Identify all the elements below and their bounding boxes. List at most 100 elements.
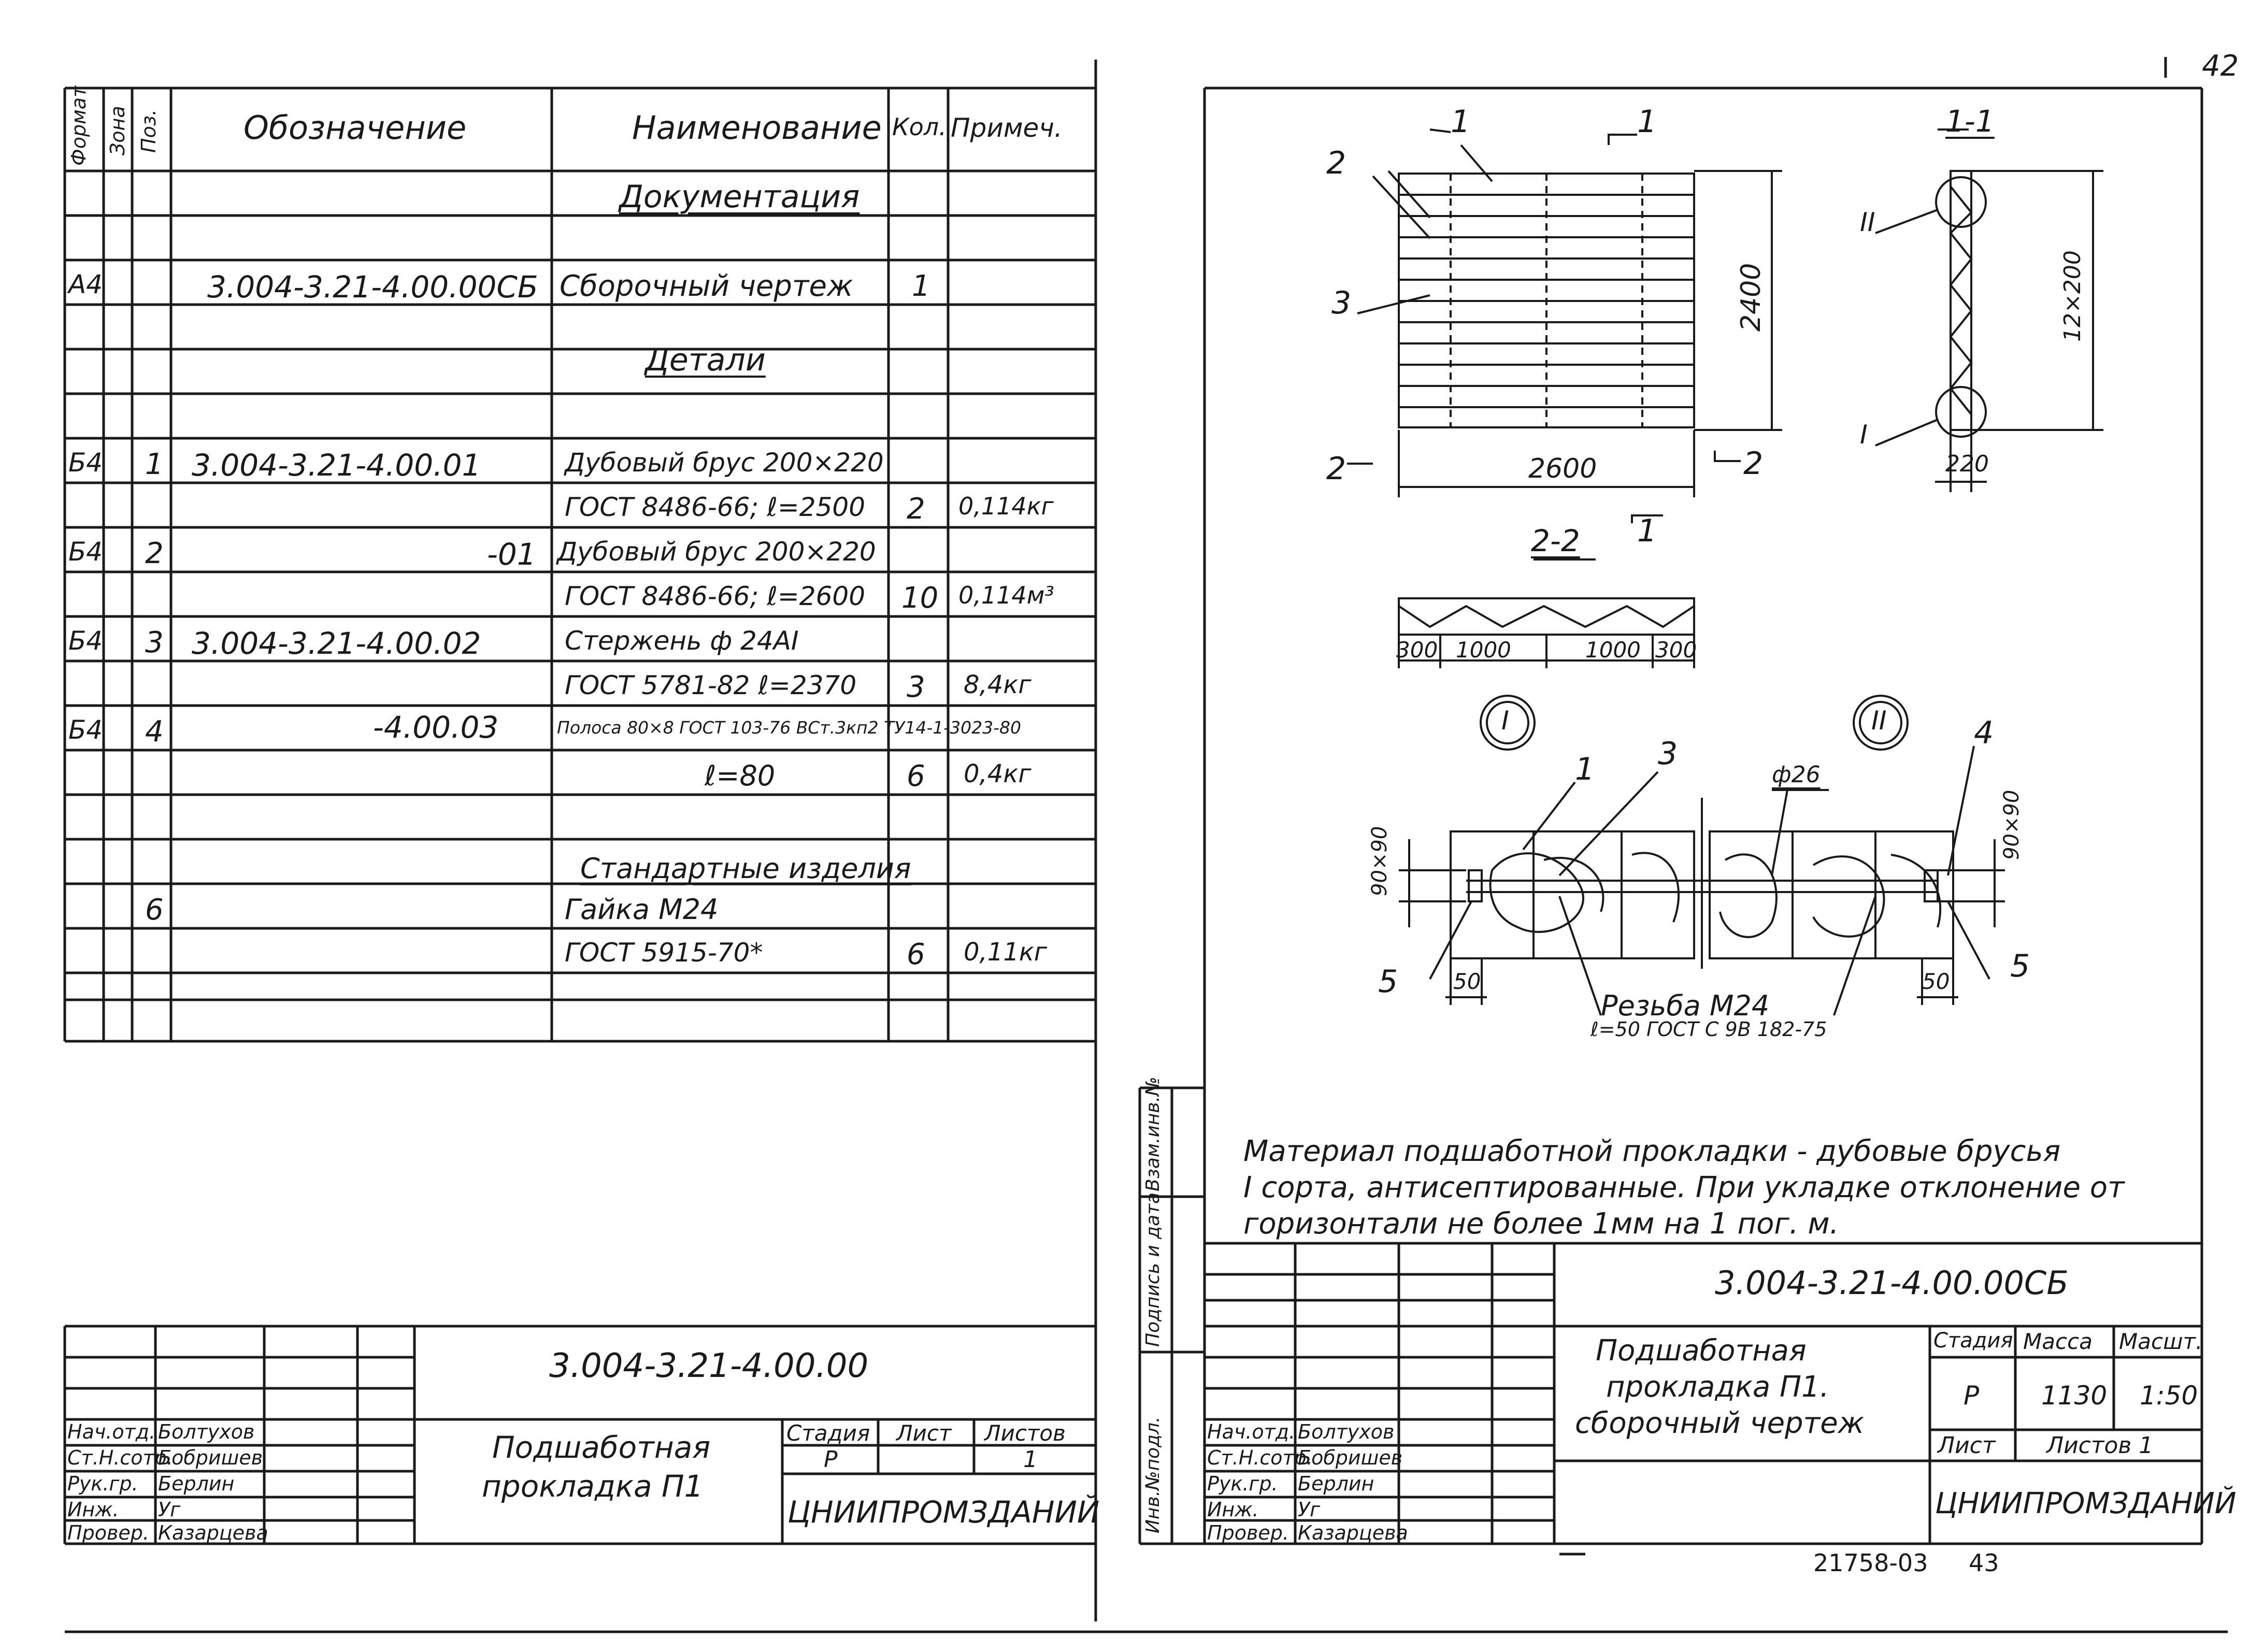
spec-designation: -01: [487, 537, 536, 572]
node-ref-I: I: [1860, 420, 1868, 450]
dim-1000a: 1000: [1456, 637, 1511, 663]
dim-50b: 50: [1922, 969, 1950, 994]
right-sheets-header: Листов 1: [2046, 1432, 2154, 1459]
right-person: Казарцева: [1298, 1521, 1408, 1544]
right-person: Уг: [1298, 1498, 1321, 1521]
dim-2400: 2400: [1736, 263, 1767, 332]
spec-name: ГОСТ 8486-66; ℓ=2600: [565, 581, 866, 611]
spec-pos: 6: [145, 893, 164, 927]
side-label-replace: Взам.инв.№: [1142, 1076, 1164, 1191]
label-section-mark-1b: 1: [1637, 513, 1657, 549]
spec-designation: 3.004-3.21-4.00.00СБ: [207, 269, 538, 305]
archive-page: 43: [1969, 1549, 1999, 1577]
spec-qty: 1: [912, 269, 930, 303]
spec-name: ГОСТ 5915-70*: [565, 938, 763, 968]
right-person: Бобришев: [1298, 1446, 1403, 1469]
label-pos-3: 3: [1331, 285, 1352, 321]
left-title-name-1: Подшаботная: [492, 1430, 711, 1465]
spec-name: Гайка М24: [565, 893, 719, 926]
spec-format: Б4: [68, 537, 103, 567]
left-sheets-value: 1: [1023, 1446, 1038, 1473]
left-person: Берлин: [158, 1472, 235, 1495]
spec-qty: 3: [907, 670, 925, 704]
spec-format: Б4: [68, 448, 103, 478]
right-stage-value: Р: [1964, 1381, 1980, 1411]
left-person: Бобришев: [158, 1446, 263, 1469]
spec-note: 0,11кг: [964, 938, 1048, 967]
right-stage-header: Стадия: [1933, 1329, 2013, 1353]
spec-name: ГОСТ 8486-66; ℓ=2500: [565, 492, 866, 522]
right-org: ЦНИИПРОМЗДАНИЙ: [1935, 1487, 2237, 1520]
dim-phi26: ф26: [1772, 762, 1821, 788]
label-pos-1b: 1: [1575, 751, 1595, 787]
page-number: 42: [2202, 49, 2239, 83]
col-header-designation: Обозначение: [243, 109, 467, 147]
right-role: Нач.отд.: [1207, 1420, 1296, 1443]
label-pos-4: 4: [1974, 715, 1994, 751]
spec-note: 8,4кг: [964, 670, 1031, 699]
archive-stamp: 21758-03: [1813, 1549, 1928, 1577]
left-role: Нач.отд.: [67, 1420, 156, 1443]
col-header-pos: Поз.: [137, 109, 160, 153]
dim-1000b: 1000: [1585, 637, 1641, 663]
label-section-mark-2b: 2: [1743, 446, 1764, 482]
material-note-3: горизонтали не более 1мм на 1 пог. м.: [1243, 1207, 1839, 1241]
right-person: Берлин: [1298, 1472, 1374, 1495]
spec-heading-standard: Стандартные изделия: [580, 852, 911, 885]
col-header-zone: Зона: [106, 106, 129, 155]
right-person: Болтухов: [1298, 1420, 1395, 1443]
thread-gost: ℓ=50 ГОСТ С 9В 182-75: [1590, 1018, 1827, 1041]
label-pos-5a: 5: [1378, 964, 1398, 1000]
spec-name: Дубовый брус 200×220: [557, 537, 876, 567]
col-header-format: Формат: [67, 85, 90, 166]
material-note-1: Материал подшаботной прокладки - дубовые…: [1243, 1134, 2061, 1168]
col-header-note: Примеч.: [951, 113, 1063, 143]
left-person: Уг: [158, 1498, 181, 1521]
left-role: Ст.Н.сотр.: [67, 1446, 173, 1469]
spec-pos: 4: [145, 715, 164, 749]
left-sheets-header: Листов: [984, 1420, 1066, 1446]
side-label-inv: Инв.№подл.: [1142, 1416, 1164, 1533]
dim-300b: 300: [1655, 637, 1697, 663]
right-title-name-3: сборочный чертеж: [1575, 1406, 1865, 1440]
cut-label-2-2: 2-2: [1531, 523, 1580, 558]
right-mass-value: 1130: [2041, 1381, 2108, 1411]
left-sheet-header: Лист: [896, 1420, 952, 1446]
spec-name: Сборочный чертеж: [560, 269, 853, 303]
dim-2600: 2600: [1528, 453, 1597, 484]
spec-designation: 3.004-3.21-4.00.02: [192, 626, 481, 661]
label-section-mark-1: 1: [1637, 104, 1657, 140]
material-note-2: I сорта, антисептированные. При укладке …: [1243, 1171, 2125, 1204]
spec-qty: 10: [901, 581, 939, 615]
left-role: Инж.: [67, 1498, 119, 1521]
left-title-name-2: прокладка П1: [482, 1469, 704, 1504]
spec-designation: -4.00.03: [373, 710, 499, 745]
spec-note: 0,114м³: [958, 581, 1054, 609]
col-header-name: Наименование: [632, 109, 882, 147]
spec-heading-documentation: Документация: [619, 179, 860, 215]
right-scale-header: Масшт.: [2119, 1329, 2203, 1354]
spec-qty: 6: [907, 759, 925, 793]
left-stage-header: Стадия: [786, 1420, 870, 1446]
spec-pos: 1: [145, 448, 164, 481]
spec-heading-details: Детали: [645, 342, 766, 378]
cut-label-1-1: 1-1: [1945, 104, 1995, 139]
node-ref-II: II: [1860, 207, 1875, 237]
dim-50a: 50: [1453, 969, 1481, 994]
right-sheet-header: Лист: [1938, 1432, 1996, 1459]
right-role: Рук.гр.: [1207, 1472, 1278, 1495]
right-scale-value: 1:50: [2140, 1381, 2198, 1411]
spec-format: Б4: [68, 626, 103, 656]
node-II-label: II: [1871, 706, 1887, 736]
label-pos-2: 2: [1326, 145, 1346, 181]
left-stage-value: Р: [824, 1446, 838, 1473]
col-header-qty: Кол.: [892, 113, 947, 141]
spec-note: 0,114кг: [958, 492, 1054, 520]
right-role: Провер.: [1207, 1521, 1289, 1544]
label-pos-5b: 5: [2010, 948, 2030, 984]
left-role: Провер.: [67, 1521, 149, 1544]
spec-name-strip: Полоса 80×8 ГОСТ 103-76 ВСт.3кп2 ТУ14-1-…: [557, 717, 1022, 738]
label-pos-3b: 3: [1658, 736, 1678, 772]
